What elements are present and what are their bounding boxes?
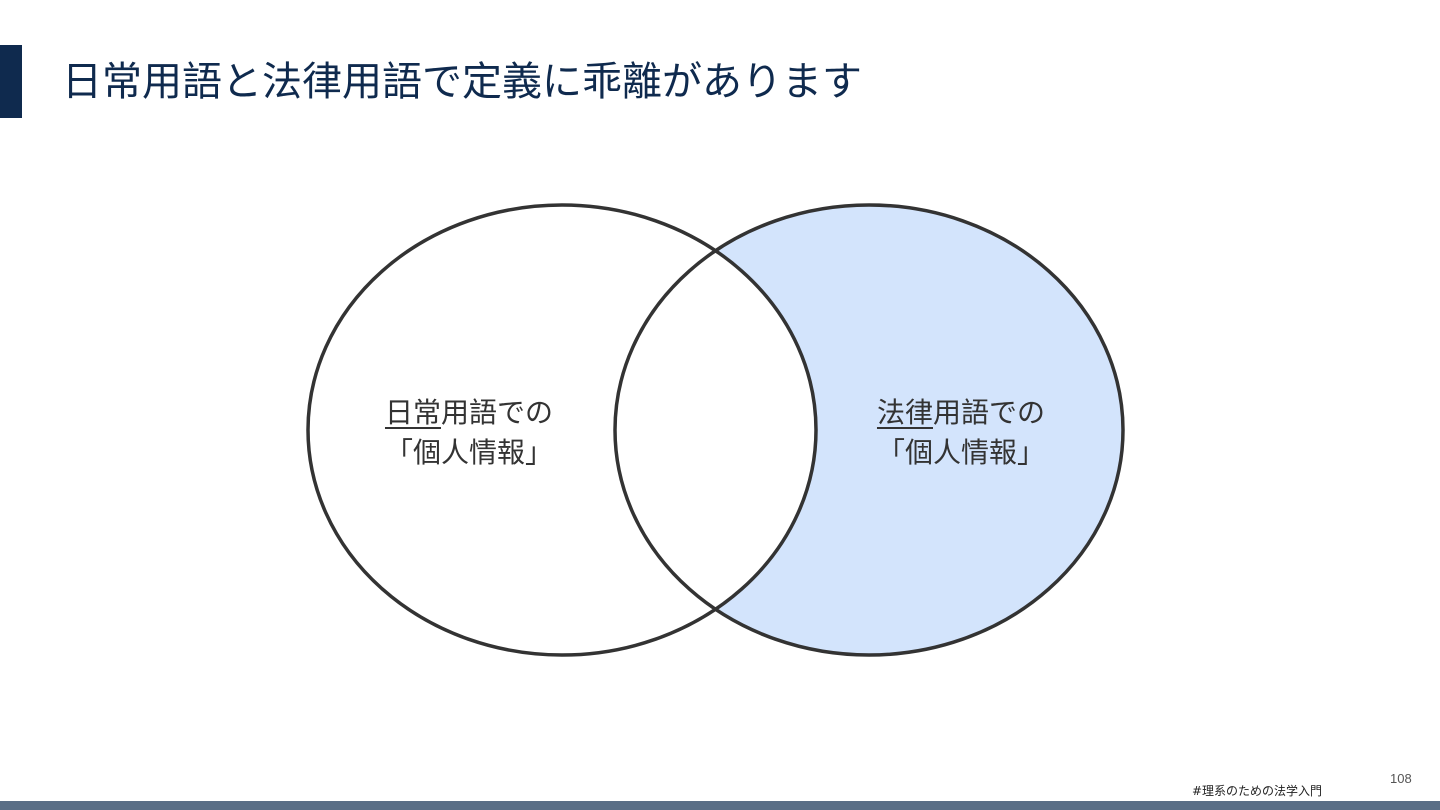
slide-title: 日常用語と法律用語で定義に乖離があります: [62, 59, 862, 105]
left-set-label-term: 「個人情報」: [384, 436, 553, 469]
left-set-label: 日常用語での 「個人情報」: [336, 393, 602, 473]
page-number: 108: [1390, 771, 1412, 786]
left-set-label-emphasis: 日常: [384, 396, 441, 429]
hashtag: #理系のための法学入門: [1192, 784, 1323, 798]
right-set-label: 法律用語での 「個人情報」: [828, 393, 1094, 473]
title-accent-bar: [0, 45, 22, 118]
right-set-label-rest: 用語での: [933, 396, 1046, 429]
right-set-circle: [613, 203, 1125, 657]
right-set-label-emphasis: 法律: [876, 396, 933, 429]
left-set-circle: [306, 203, 818, 657]
intersection-region: [615, 205, 816, 655]
right-set-label-term: 「個人情報」: [876, 436, 1045, 469]
left-set-label-rest: 用語での: [441, 396, 554, 429]
bottom-bar: [0, 801, 1440, 810]
